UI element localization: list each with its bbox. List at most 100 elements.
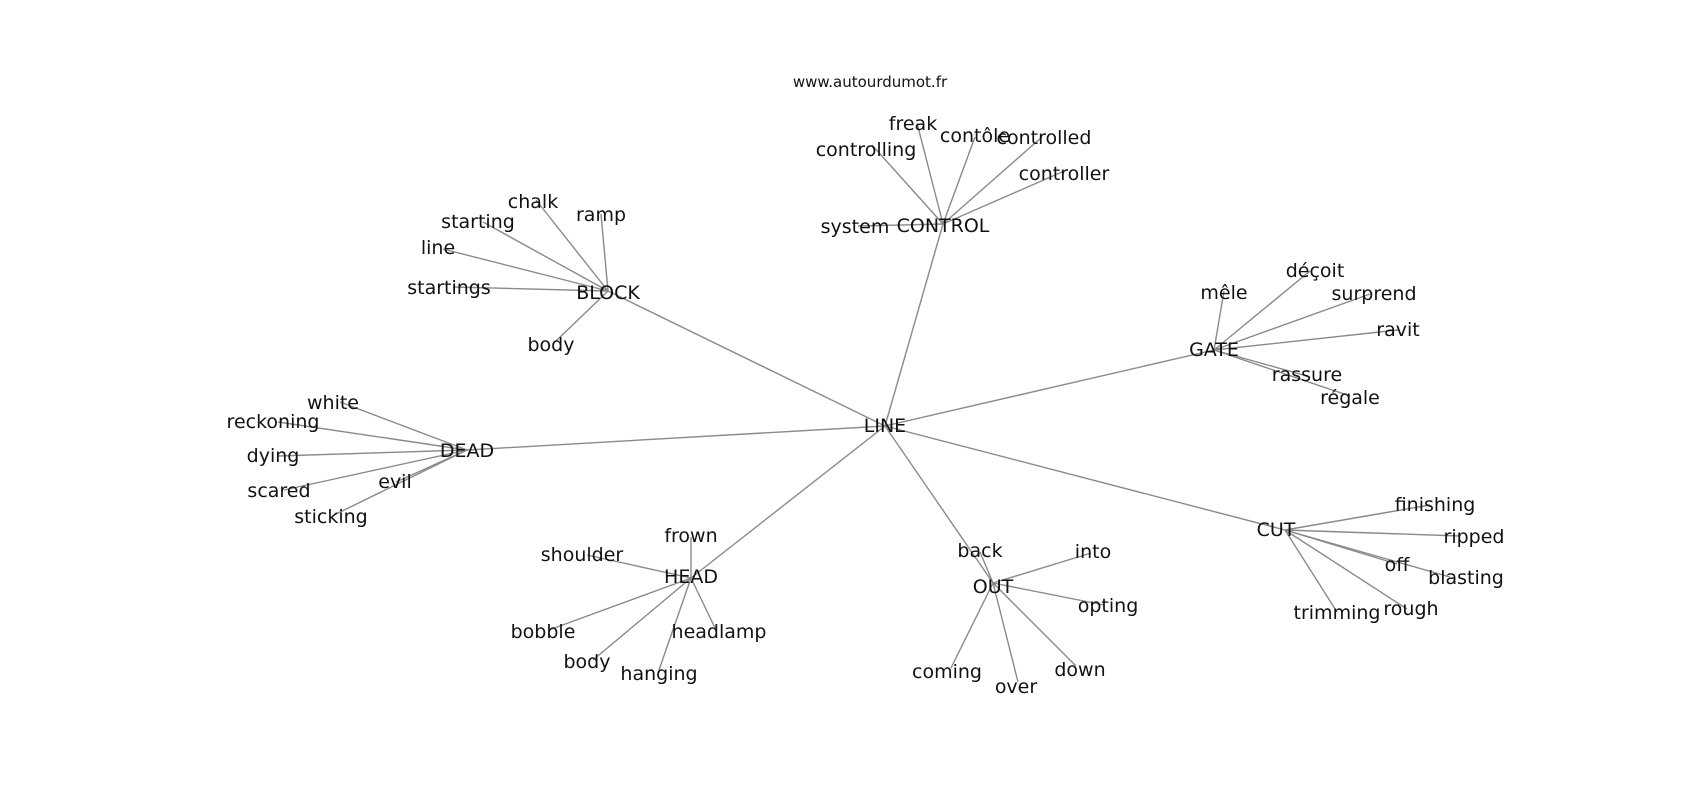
edge-gate-rassure [1213, 349, 1308, 377]
edge-line-block [607, 290, 886, 427]
edge-cut-ripped [1284, 529, 1461, 537]
word-node-out-back[interactable]: back [957, 540, 1002, 562]
edge-out-opting [992, 582, 1105, 606]
edge-out-down [992, 582, 1077, 667]
edge-head-body [592, 577, 692, 661]
center-node[interactable]: LINE [864, 415, 906, 437]
hub-node-gate[interactable]: GATE [1189, 339, 1239, 361]
edge-control-freak [916, 122, 944, 225]
edge-dead-dying [277, 449, 468, 457]
edge-cut-rough [1284, 529, 1408, 610]
edge-head-hanging [658, 577, 692, 671]
word-node-out-into[interactable]: into [1075, 541, 1111, 563]
word-node-control-system[interactable]: system [821, 216, 890, 238]
edge-line-out [884, 425, 994, 584]
word-node-control-controlling[interactable]: controlling [816, 139, 917, 161]
word-node-cut-blasting[interactable]: blasting [1428, 567, 1504, 589]
word-node-dead-sticking[interactable]: sticking [294, 506, 367, 528]
edge-block-startings [452, 286, 609, 292]
word-node-dead-scared[interactable]: scared [247, 480, 310, 502]
word-node-block-ramp[interactable]: ramp [576, 204, 626, 226]
edge-out-coming [950, 582, 994, 669]
edge-out-back [979, 551, 994, 584]
word-node-control-contole[interactable]: contôle [940, 125, 1010, 147]
word-node-head-headlamp[interactable]: headlamp [672, 621, 767, 643]
word-node-control-freak[interactable]: freak [889, 113, 937, 135]
hub-node-out[interactable]: OUT [973, 576, 1014, 598]
edge-control-contole [942, 136, 976, 225]
word-node-cut-off[interactable]: off [1385, 554, 1411, 576]
edge-line-control [884, 223, 944, 427]
edge-cut-blasting [1284, 529, 1451, 578]
word-node-out-over[interactable]: over [995, 676, 1038, 698]
word-node-cut-ripped[interactable]: ripped [1444, 526, 1505, 548]
hub-node-control[interactable]: CONTROL [897, 215, 990, 237]
word-node-gate-decoit[interactable]: déçoit [1286, 260, 1345, 282]
word-node-block-starting[interactable]: starting [441, 211, 515, 233]
edge-gate-surprend [1213, 293, 1371, 351]
word-node-gate-ravit[interactable]: ravit [1376, 319, 1419, 341]
word-node-gate-mele[interactable]: mêle [1200, 282, 1247, 304]
word-node-dead-white[interactable]: white [307, 392, 359, 414]
edge-dead-reckoning [277, 421, 468, 451]
edge-dead-scared [283, 449, 468, 491]
hub-node-cut[interactable]: CUT [1257, 519, 1296, 541]
hub-node-dead[interactable]: DEAD [440, 440, 494, 462]
hub-node-head[interactable]: HEAD [664, 566, 718, 588]
edge-out-into [992, 552, 1092, 584]
word-node-block-line[interactable]: line [421, 237, 455, 259]
edge-block-starting [482, 221, 609, 292]
word-node-out-coming[interactable]: coming [912, 661, 982, 683]
labels-layer: www.autourdumot.fr LINE CONTROL controlli… [227, 73, 1505, 698]
edge-cut-trimming [1284, 529, 1338, 613]
edge-dead-white [339, 401, 468, 451]
edge-line-cut [884, 425, 1286, 531]
word-node-gate-surprend[interactable]: surprend [1332, 283, 1417, 305]
hub-node-block[interactable]: BLOCK [576, 282, 640, 304]
edge-gate-decoit [1213, 270, 1311, 351]
word-node-dead-dying[interactable]: dying [247, 445, 300, 467]
edge-control-system [857, 223, 944, 227]
edge-dead-sticking [333, 449, 468, 516]
edge-block-chalk [535, 199, 609, 292]
word-node-head-shoulder[interactable]: shoulder [541, 544, 624, 566]
word-node-dead-reckoning[interactable]: reckoning [227, 411, 320, 433]
edge-gate-regale [1213, 349, 1351, 397]
edge-control-controller [942, 171, 1063, 225]
word-node-block-body[interactable]: body [528, 334, 575, 356]
edge-head-headlamp [690, 577, 717, 631]
word-node-gate-rassure[interactable]: rassure [1272, 364, 1342, 386]
edges-layer [277, 122, 1461, 683]
edge-control-controlling [871, 144, 944, 225]
word-node-cut-finishing[interactable]: finishing [1395, 494, 1476, 516]
word-node-head-bobble[interactable]: bobble [511, 621, 576, 643]
word-node-out-opting[interactable]: opting [1078, 595, 1139, 617]
word-node-dead-evil[interactable]: evil [378, 471, 412, 493]
edge-line-head [690, 425, 886, 579]
word-node-head-body[interactable]: body [564, 651, 611, 673]
word-node-block-chalk[interactable]: chalk [508, 191, 558, 213]
edge-head-bobble [548, 577, 692, 631]
edge-block-ramp [600, 213, 609, 292]
edge-out-over [992, 582, 1019, 683]
word-node-head-hanging[interactable]: hanging [620, 663, 697, 685]
edge-line-dead [466, 425, 886, 451]
edge-control-controlled [942, 136, 1043, 225]
word-node-out-down[interactable]: down [1054, 659, 1105, 681]
word-node-head-frown[interactable]: frown [664, 525, 717, 547]
edge-head-shoulder [586, 554, 692, 579]
edge-gate-ravit [1213, 329, 1399, 351]
edge-block-body [555, 290, 609, 342]
word-node-gate-regale[interactable]: régale [1320, 387, 1380, 409]
word-node-cut-trimming[interactable]: trimming [1294, 602, 1381, 624]
edge-line-gate [884, 349, 1215, 427]
source-url: www.autourdumot.fr [793, 73, 948, 91]
edge-gate-mele [1213, 290, 1225, 351]
word-node-control-controller[interactable]: controller [1019, 163, 1110, 185]
edge-cut-finishing [1284, 504, 1431, 531]
word-node-block-startings[interactable]: startings [407, 277, 491, 299]
word-node-cut-rough[interactable]: rough [1383, 598, 1438, 620]
word-node-control-controlled[interactable]: controlled [997, 127, 1092, 149]
